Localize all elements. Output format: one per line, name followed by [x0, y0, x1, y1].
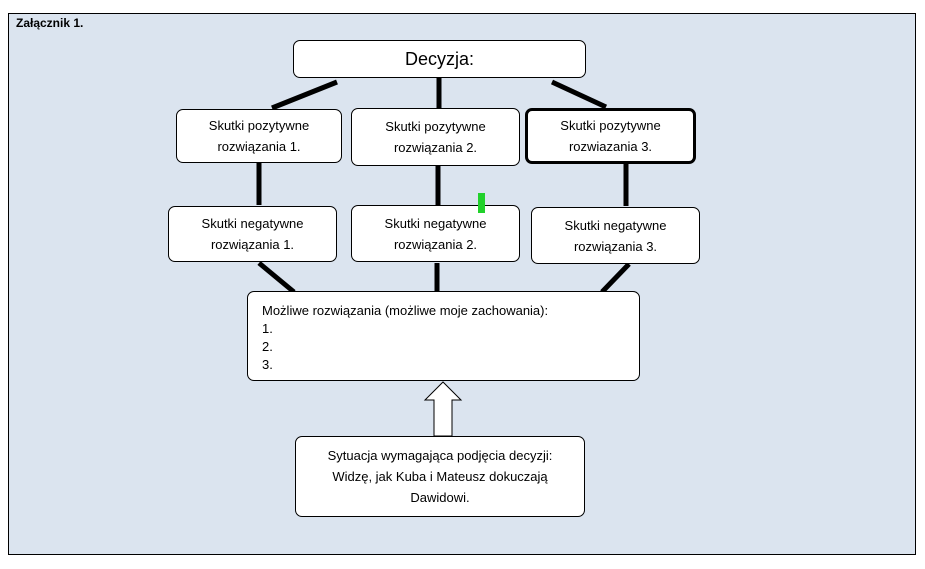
situation-box: Sytuacja wymagająca podjęcia decyzji: Wi…: [295, 436, 585, 517]
connector-decision-positive-3: [550, 79, 608, 110]
positive-effects-line2: rozwiązania 1.: [217, 139, 301, 154]
positive-effects-line2: rozwiazania 3.: [568, 139, 653, 154]
negative-effects-box-1: Skutki negatywne rozwiązania 1.: [168, 206, 337, 262]
positive-effects-line1: Skutki pozytywne: [560, 118, 661, 133]
connector-decision-positive-1: [271, 79, 338, 111]
positive-effects-line2: rozwiązania 2.: [393, 140, 478, 155]
green-marker: [478, 193, 485, 213]
negative-effects-line2: rozwiązania 3.: [573, 238, 658, 254]
positive-effects-line1: Skutki pozytywne: [208, 118, 310, 133]
negative-effects-line2: rozwiązania 2.: [393, 237, 478, 252]
solution-item-2: 2.: [262, 339, 273, 354]
negative-effects-line2: rozwiązania 1.: [210, 237, 295, 252]
positive-effects-line1: Skutki pozytywne: [385, 119, 486, 134]
positive-effects-box-2: Skutki pozytywne rozwiązania 2.: [351, 108, 520, 166]
decision-box: Decyzja:: [293, 40, 586, 78]
solution-item-3: 3.: [262, 357, 273, 372]
negative-effects-line1: Skutki negatywne: [201, 216, 304, 231]
situation-line1: Sytuacja wymagająca podjęcia decyzji:: [327, 448, 553, 463]
negative-effects-box-2: Skutki negatywne rozwiązania 2.: [351, 205, 520, 262]
connector-negative-solutions-3: [600, 262, 631, 294]
negative-effects-box-3: Skutki negatywne rozwiązania 3.: [531, 207, 700, 264]
negative-effects-line1: Skutki negatywne: [564, 217, 667, 233]
decision-label: Decyzja:: [404, 48, 475, 69]
positive-effects-box-1: Skutki pozytywne rozwiązania 1.: [176, 109, 342, 163]
connector-negative-solutions-1: [257, 261, 296, 294]
possible-solutions-box: Możliwe rozwiązania (możliwe moje zachow…: [247, 291, 640, 381]
attachment-title: Załącznik 1.: [16, 16, 84, 30]
solution-item-1: 1.: [262, 321, 273, 336]
situation-line2: Widzę, jak Kuba i Mateusz dokuczają: [332, 469, 548, 484]
positive-effects-box-3: Skutki pozytywne rozwiazania 3.: [525, 108, 696, 164]
solutions-heading: Możliwe rozwiązania (możliwe moje zachow…: [262, 303, 549, 318]
negative-effects-line1: Skutki negatywne: [384, 216, 487, 231]
up-arrow-icon: [423, 381, 463, 437]
situation-line3: Dawidowi.: [410, 490, 470, 505]
